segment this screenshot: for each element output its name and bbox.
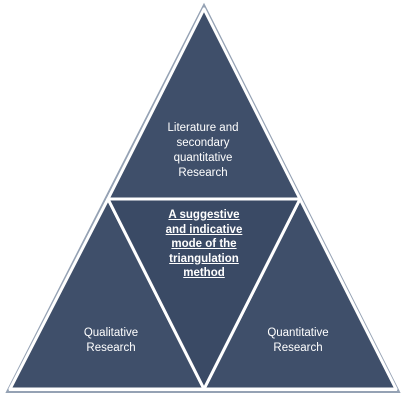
right-triangle-label: Quantitative Research — [267, 327, 329, 354]
center-triangle-label: A suggestive and indicative mode of the … — [165, 209, 243, 279]
outer-triangle-outline — [5, 2, 401, 393]
top-triangle-label: Literature and secondary quantitative Re… — [167, 122, 239, 179]
center-triangle — [106, 197, 302, 391]
left-triangle-label: Qualitative Research — [83, 327, 139, 354]
